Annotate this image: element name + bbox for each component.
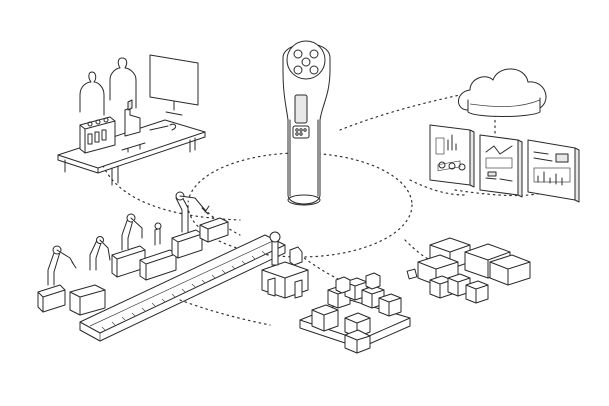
packaging-station-icon [261, 231, 309, 299]
robot-arm-2 [89, 236, 111, 271]
tablet-1 [429, 124, 475, 188]
box-cluster-1 [311, 272, 402, 338]
connector-lab-to-orbit [97, 149, 241, 221]
connector-tablets-row [454, 189, 546, 197]
robot-arm-3 [111, 213, 146, 278]
tablet-3 [527, 139, 580, 203]
connector-factory-to-warehouse [179, 299, 271, 326]
inventory-boxes-icon [299, 272, 411, 354]
connector-orbit-to-cloud [339, 94, 461, 131]
handheld-scanner-icon [282, 40, 331, 206]
robotic-assembly-line-icon [37, 191, 286, 342]
conveyor-segments [101, 245, 276, 331]
tablet-dashboard-icon [429, 124, 580, 203]
lab-workstation-icon [57, 54, 206, 186]
cloud-icon [458, 68, 547, 117]
connector-orbit-to-tablets [409, 179, 466, 196]
shipping-boxes-icon [406, 160, 531, 304]
robot-arm-1 [37, 245, 77, 313]
robot-arm-5 [171, 191, 210, 259]
connector-orbit-to-shipping [404, 239, 431, 261]
tablet-2 [479, 134, 523, 198]
robot-arm-4 [139, 222, 177, 281]
